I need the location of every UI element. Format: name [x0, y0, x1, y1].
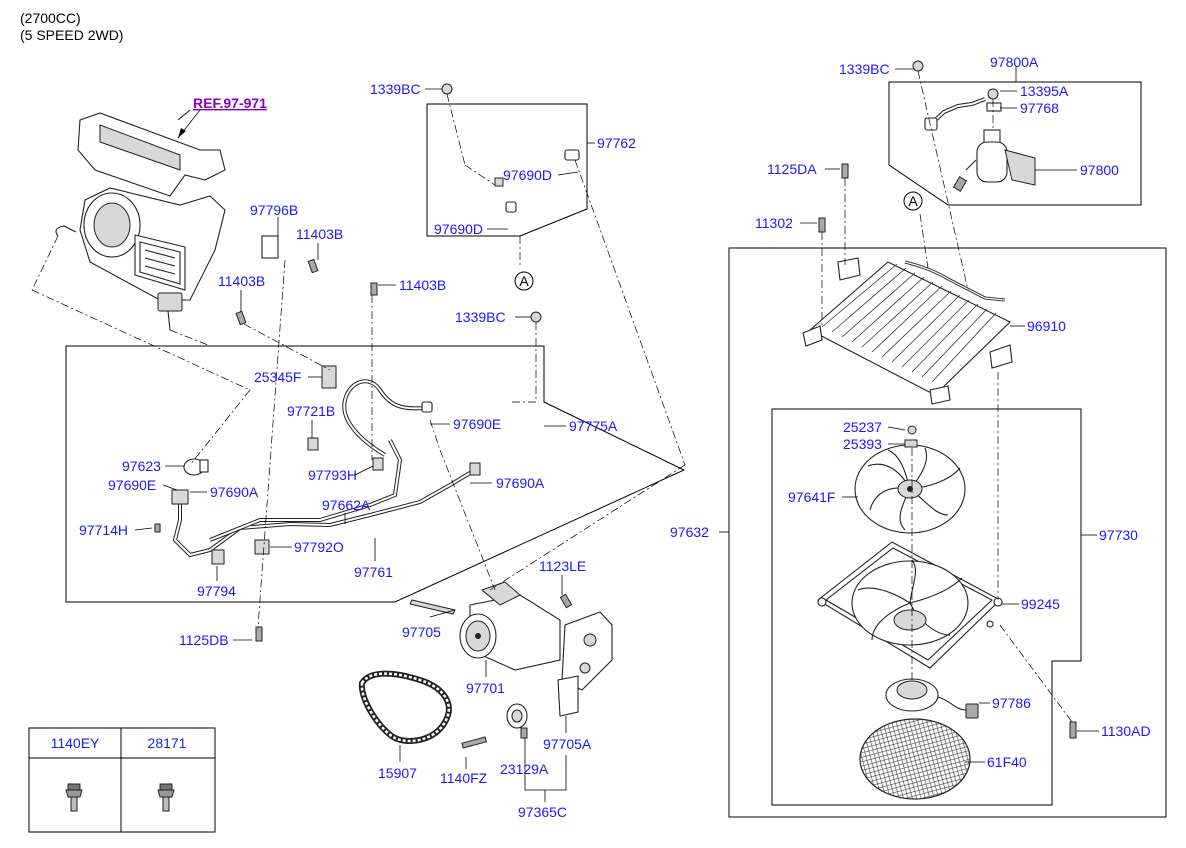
callout-1123LE[interactable]: 1123LE — [539, 558, 586, 574]
group-boxes — [65, 81, 1167, 818]
callout-97796B[interactable]: 97796B — [250, 202, 298, 218]
hose-97775A-box — [65, 345, 686, 603]
bolt-icon-28171 — [157, 783, 175, 812]
callout-1339BC-mid[interactable]: 1339BC — [455, 309, 506, 325]
table-header-1140EY[interactable]: 1140EY — [51, 735, 100, 751]
fan-blade-illustration — [854, 444, 966, 534]
callout-97632[interactable]: 97632 — [670, 524, 709, 540]
callout-97705[interactable]: 97705 — [402, 624, 441, 640]
callout-1125DA[interactable]: 1125DA — [767, 161, 817, 177]
callout-97768[interactable]: 97768 — [1020, 100, 1059, 116]
callout-97701[interactable]: 97701 — [466, 680, 505, 696]
callout-11403B-left[interactable]: 11403B — [218, 273, 265, 289]
evaporator-unit-illustration — [55, 109, 226, 331]
callout-97800[interactable]: 97800 — [1080, 162, 1119, 178]
fan-guard-illustration — [859, 718, 971, 800]
transmission-spec-label: (5 SPEED 2WD) — [20, 27, 124, 43]
callout-99245[interactable]: 99245 — [1021, 596, 1060, 612]
callout-1339BC-top-right[interactable]: 1339BC — [839, 61, 890, 77]
callout-97762[interactable]: 97762 — [597, 135, 636, 151]
engine-spec-label: (2700CC) — [20, 10, 81, 26]
callout-23129A[interactable]: 23129A — [500, 761, 549, 777]
callout-97761[interactable]: 97761 — [354, 564, 393, 580]
leader-lines — [134, 66, 1099, 802]
reference-link[interactable]: REF.97-971 — [193, 95, 267, 111]
callout-97690E-right[interactable]: 97690E — [453, 416, 501, 432]
bolt-icon-1140EY — [65, 783, 83, 812]
callout-1130AD[interactable]: 1130AD — [1101, 723, 1151, 739]
callout-25345F[interactable]: 25345F — [254, 369, 301, 385]
callout-97721B[interactable]: 97721B — [287, 403, 335, 419]
callout-97705A[interactable]: 97705A — [543, 736, 592, 752]
receiver-drier-box — [888, 81, 1142, 206]
callout-1339BC-top[interactable]: 1339BC — [370, 81, 421, 97]
fan-shroud-box — [771, 408, 1082, 806]
callout-97794[interactable]: 97794 — [197, 583, 236, 599]
condenser-illustration — [802, 257, 1013, 405]
callout-96910[interactable]: 96910 — [1027, 318, 1066, 334]
callout-97690D-upper[interactable]: 97690D — [503, 167, 552, 183]
callout-97714H[interactable]: 97714H — [79, 522, 128, 538]
fastener-table: 1140EY 28171 — [28, 727, 216, 833]
fan-shroud-illustration — [817, 541, 1003, 669]
callout-97730[interactable]: 97730 — [1099, 527, 1138, 543]
callout-97690A-left[interactable]: 97690A — [210, 484, 259, 500]
condenser-assembly-box — [728, 247, 1167, 818]
hose-97762-box — [426, 103, 588, 237]
callout-11403B-upper[interactable]: 11403B — [296, 226, 343, 242]
callout-97792O[interactable]: 97792O — [294, 539, 344, 555]
fasteners-illustration — [154, 60, 1077, 749]
callout-25237[interactable]: 25237 — [843, 419, 882, 435]
callout-61F40[interactable]: 61F40 — [987, 754, 1027, 770]
connection-marker-a-right — [903, 191, 923, 211]
drive-belt-illustration — [358, 670, 452, 744]
callout-97641F[interactable]: 97641F — [788, 489, 835, 505]
callout-97623[interactable]: 97623 — [122, 458, 161, 474]
callout-97365C[interactable]: 97365C — [518, 804, 567, 820]
callout-97800A[interactable]: 97800A — [990, 54, 1039, 70]
connection-marker-a-mid — [514, 271, 534, 291]
connection-lines — [31, 70, 1073, 723]
hose-assembly-illustration — [171, 235, 481, 565]
callout-15907[interactable]: 15907 — [378, 765, 417, 781]
callout-97662A[interactable]: 97662A — [322, 497, 371, 513]
part-callouts: 97800A 1339BC 13395A 97768 97800 1125DA … — [79, 54, 1151, 820]
callout-97690D-lower[interactable]: 97690D — [434, 221, 483, 237]
idler-pulley-illustration — [506, 703, 528, 739]
callout-97775A[interactable]: 97775A — [569, 418, 618, 434]
connection-marker-a-right-label: A — [908, 193, 918, 209]
callout-97793H[interactable]: 97793H — [308, 467, 357, 483]
ref-arrow-head — [178, 128, 186, 138]
callout-1125DB[interactable]: 1125DB — [179, 632, 229, 648]
compressor-illustration — [409, 581, 613, 717]
fan-motor-illustration — [885, 678, 979, 719]
callout-25393[interactable]: 25393 — [843, 436, 882, 452]
table-header-28171[interactable]: 28171 — [148, 735, 187, 751]
callout-1140FZ[interactable]: 1140FZ — [440, 770, 488, 786]
callout-97690A-right[interactable]: 97690A — [496, 475, 545, 491]
connection-marker-a-mid-label: A — [519, 273, 529, 289]
receiver-drier-illustration — [924, 88, 1036, 192]
callout-11403B-right[interactable]: 11403B — [399, 277, 446, 293]
hose-97762-illustration — [486, 128, 580, 213]
callout-97690E-left[interactable]: 97690E — [108, 477, 156, 493]
callout-97786[interactable]: 97786 — [992, 695, 1031, 711]
callout-11302[interactable]: 11302 — [755, 215, 793, 231]
callout-13395A[interactable]: 13395A — [1020, 83, 1069, 99]
